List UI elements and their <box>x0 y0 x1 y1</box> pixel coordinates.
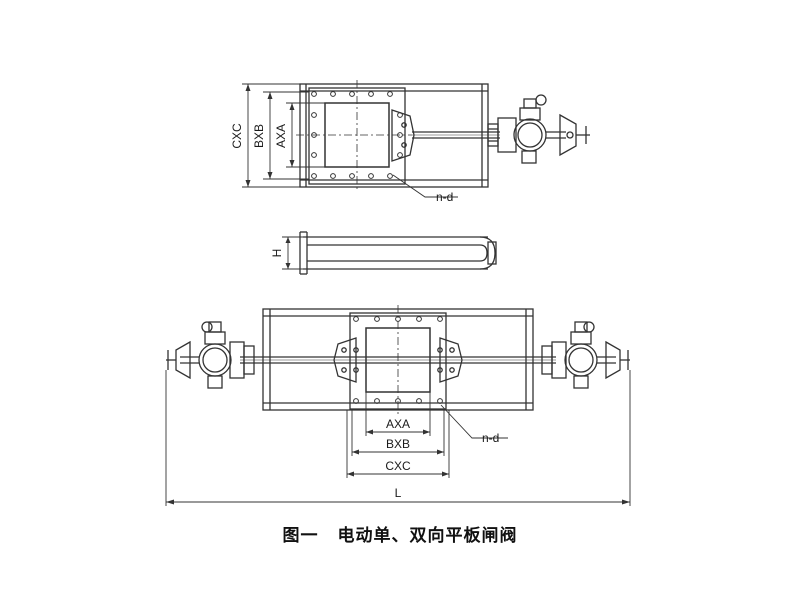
l-label: L <box>395 486 402 500</box>
top-motor <box>513 118 547 152</box>
side-view <box>282 231 497 275</box>
cxc-horizontal-label: CXC <box>385 459 411 473</box>
top-dimension-lines <box>242 83 325 188</box>
nd-bottom-label: n-d <box>482 431 499 445</box>
bottom-right-bracket <box>439 337 463 383</box>
dimension-arrowheads <box>166 84 630 505</box>
figure-title: 电动单、双向平板闸阀 <box>337 526 518 546</box>
h-label: H <box>270 249 284 258</box>
nd-top-label: n-d <box>436 190 453 204</box>
bottom-left-actuator <box>166 321 255 389</box>
bxb-vertical-label: BXB <box>252 124 266 148</box>
axa-horizontal-label: AXA <box>386 417 410 431</box>
bottom-right-actuator <box>541 321 630 389</box>
top-view <box>242 80 590 198</box>
top-cable-gland <box>535 94 547 106</box>
top-body-frame <box>299 83 489 188</box>
axa-vertical-label: AXA <box>274 124 288 148</box>
bottom-left-bracket <box>333 337 357 383</box>
bottom-bolt-holes <box>353 316 443 404</box>
figure-number: 图一 <box>282 526 319 546</box>
top-gearbox <box>497 117 517 153</box>
bottom-view <box>165 305 631 506</box>
top-junction-box <box>519 107 541 121</box>
bottom-dimension-lines <box>165 370 631 506</box>
top-nd-leader <box>392 174 458 198</box>
bottom-nd-leader <box>440 404 508 439</box>
figure-caption: 图一 电动单、双向平板闸阀 <box>0 521 800 546</box>
top-bolt-holes <box>311 91 403 179</box>
side-end-cap <box>479 236 496 270</box>
bxb-horizontal-label: BXB <box>386 437 410 451</box>
cxc-vertical-label: CXC <box>230 123 244 149</box>
top-guide-bracket <box>391 109 415 162</box>
top-handwheel <box>559 113 577 157</box>
